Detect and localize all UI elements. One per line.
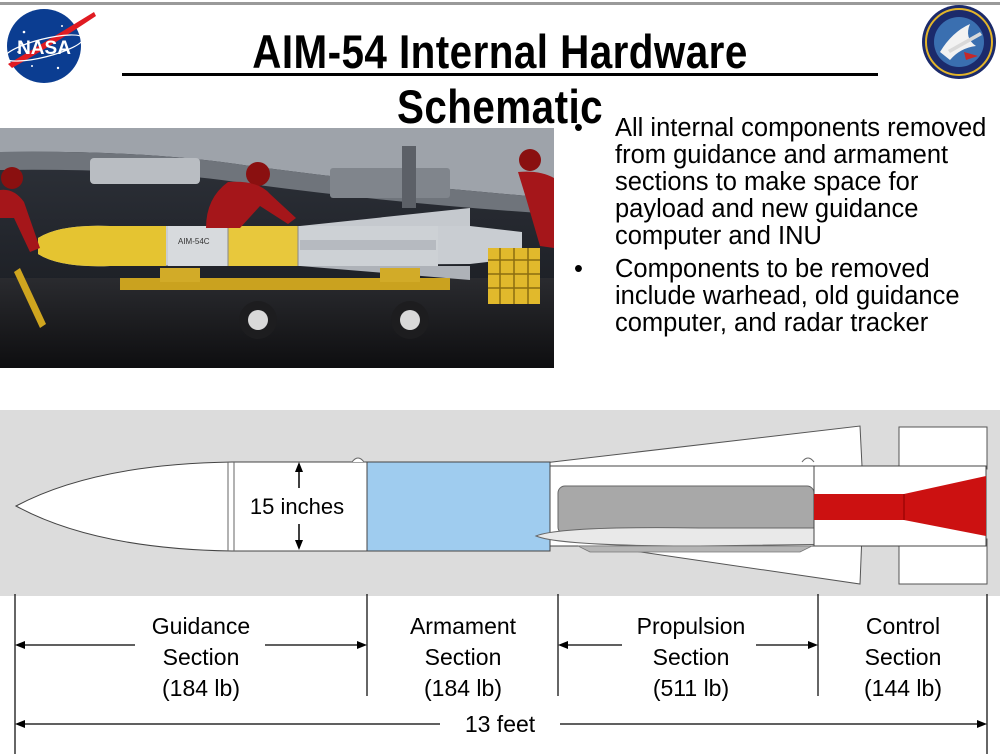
section-name-line1: Guidance [151, 613, 251, 639]
bullet-item: Components to be removed include warhead… [574, 256, 994, 337]
section-weight: (144 lb) [864, 675, 942, 701]
total-length-label: 13 feet [440, 711, 560, 738]
nasa-logo: NASA [4, 9, 96, 83]
section-name-line1: Control [865, 613, 941, 639]
missile-loading-photo: AIM-54C [0, 128, 554, 368]
page-title: AIM-54 Internal Hardware Schematic [252, 25, 748, 133]
section-name-line2: Section [864, 644, 942, 670]
section-weight: (184 lb) [424, 675, 502, 701]
control-section-label: Control Section (144 lb) [823, 611, 983, 704]
title-underline [122, 73, 878, 76]
propulsion-section-label: Propulsion Section (511 lb) [602, 611, 780, 704]
armament-section-label: Armament Section (184 lb) [378, 611, 548, 704]
missile-schematic [0, 410, 1000, 596]
mission-patch-logo [922, 5, 996, 79]
ventral-fairing [534, 527, 855, 547]
bullet-list: All internal components removed from gui… [574, 115, 994, 343]
guidance-section-label: Guidance Section (184 lb) [116, 611, 286, 704]
section-name-line1: Propulsion [636, 613, 746, 639]
upper-control-fin [898, 426, 988, 470]
diameter-label: 15 inches [249, 494, 345, 519]
rocket-nozzle [814, 476, 986, 536]
section-dimension-lines [14, 594, 988, 754]
top-border-line [0, 2, 1000, 5]
bullet-item: All internal components removed from gui… [574, 115, 994, 250]
section-name-line1: Armament [409, 613, 517, 639]
svg-text:AIM-54C: AIM-54C [178, 237, 210, 246]
section-name-line2: Section [652, 644, 730, 670]
section-name-line2: Section [162, 644, 240, 670]
section-name-line2: Section [424, 644, 502, 670]
nasa-logo-text: NASA [17, 38, 71, 59]
diameter-arrow [295, 462, 303, 550]
section-weight: (184 lb) [162, 675, 240, 701]
armament-section-body [366, 461, 551, 552]
section-weight: (511 lb) [652, 675, 730, 701]
rocket-motor [557, 485, 815, 535]
